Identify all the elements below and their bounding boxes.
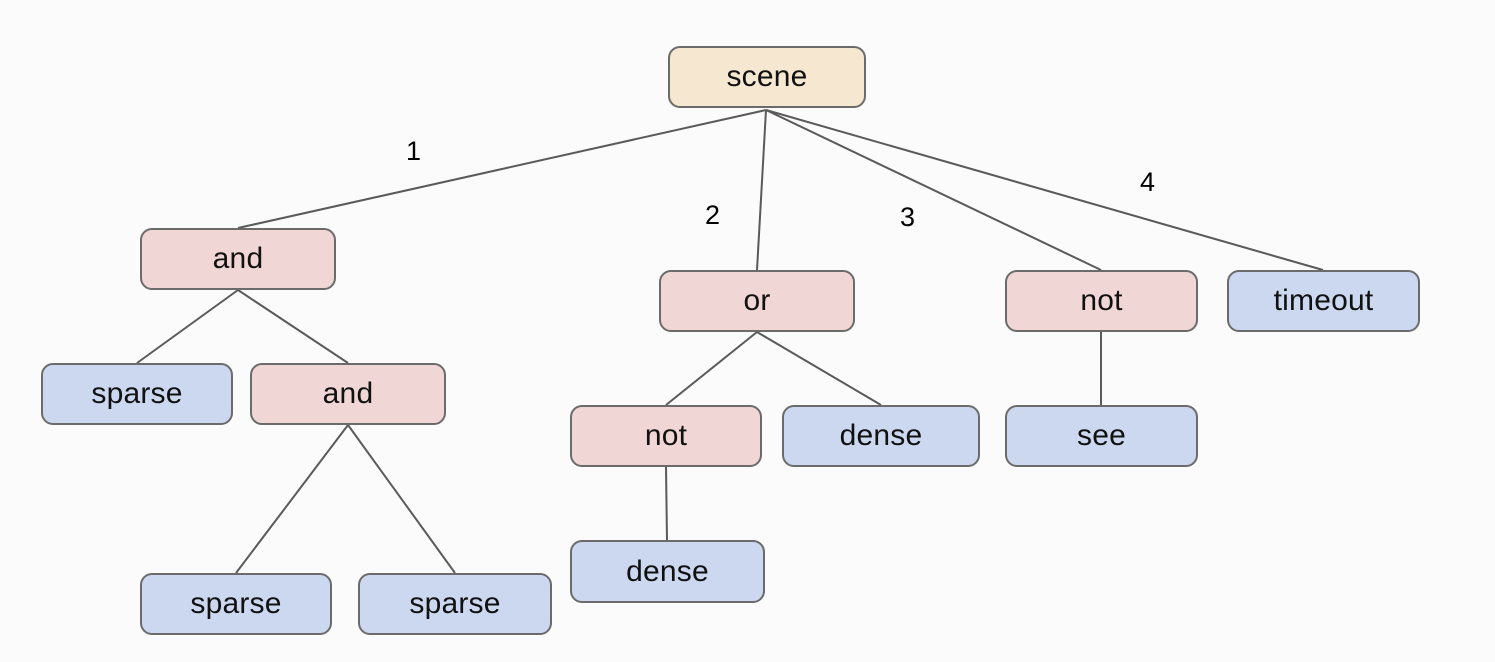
tree-node-label: dense	[626, 554, 709, 588]
tree-node-sparse1[interactable]: sparse	[41, 363, 233, 425]
tree-edge	[235, 424, 349, 574]
tree-node-and2[interactable]: and	[250, 363, 446, 425]
tree-node-label: sparse	[91, 377, 183, 410]
tree-edge	[756, 109, 767, 271]
tree-node-label: or	[743, 284, 771, 317]
edge-label-1: 1	[406, 136, 422, 166]
tree-edge	[665, 331, 758, 406]
tree-node-label: and	[322, 377, 374, 410]
edge-label-2: 2	[705, 200, 721, 230]
tree-node-label: see	[1077, 419, 1126, 452]
tree-edge	[765, 109, 1102, 271]
tree-node-label: not	[644, 419, 688, 452]
edge-label-4: 4	[1140, 167, 1156, 197]
tree-node-sparse2[interactable]: sparse	[140, 573, 332, 635]
tree-edge	[136, 289, 239, 364]
tree-node-scene[interactable]: scene	[668, 46, 866, 108]
tree-edge	[765, 109, 1324, 271]
tree-node-label: dense	[839, 419, 923, 452]
tree-node-sparse3[interactable]: sparse	[358, 573, 552, 635]
tree-node-dense1[interactable]: dense	[782, 405, 980, 467]
tree-node-label: and	[212, 242, 264, 275]
tree-edge	[237, 289, 349, 364]
edge-label-3: 3	[900, 202, 916, 232]
tree-node-not2[interactable]: not	[1005, 270, 1198, 332]
tree-node-and1[interactable]: and	[140, 228, 336, 290]
tree-edge	[237, 109, 767, 229]
tree-edge	[756, 331, 882, 406]
tree-node-timeout1[interactable]: timeout	[1227, 270, 1420, 332]
tree-node-label: sparse	[190, 587, 282, 620]
tree-node-not1[interactable]: not	[570, 405, 762, 467]
tree-node-see1[interactable]: see	[1005, 405, 1198, 467]
tree-node-dense2[interactable]: dense	[570, 540, 765, 603]
tree-node-label: timeout	[1273, 284, 1374, 317]
tree-node-or1[interactable]: or	[659, 270, 855, 332]
tree-edge	[665, 466, 668, 541]
tree-node-label: not	[1080, 284, 1123, 317]
tree-edge	[347, 424, 456, 574]
tree-node-label: scene	[726, 60, 808, 93]
tree-node-label: sparse	[409, 587, 501, 620]
